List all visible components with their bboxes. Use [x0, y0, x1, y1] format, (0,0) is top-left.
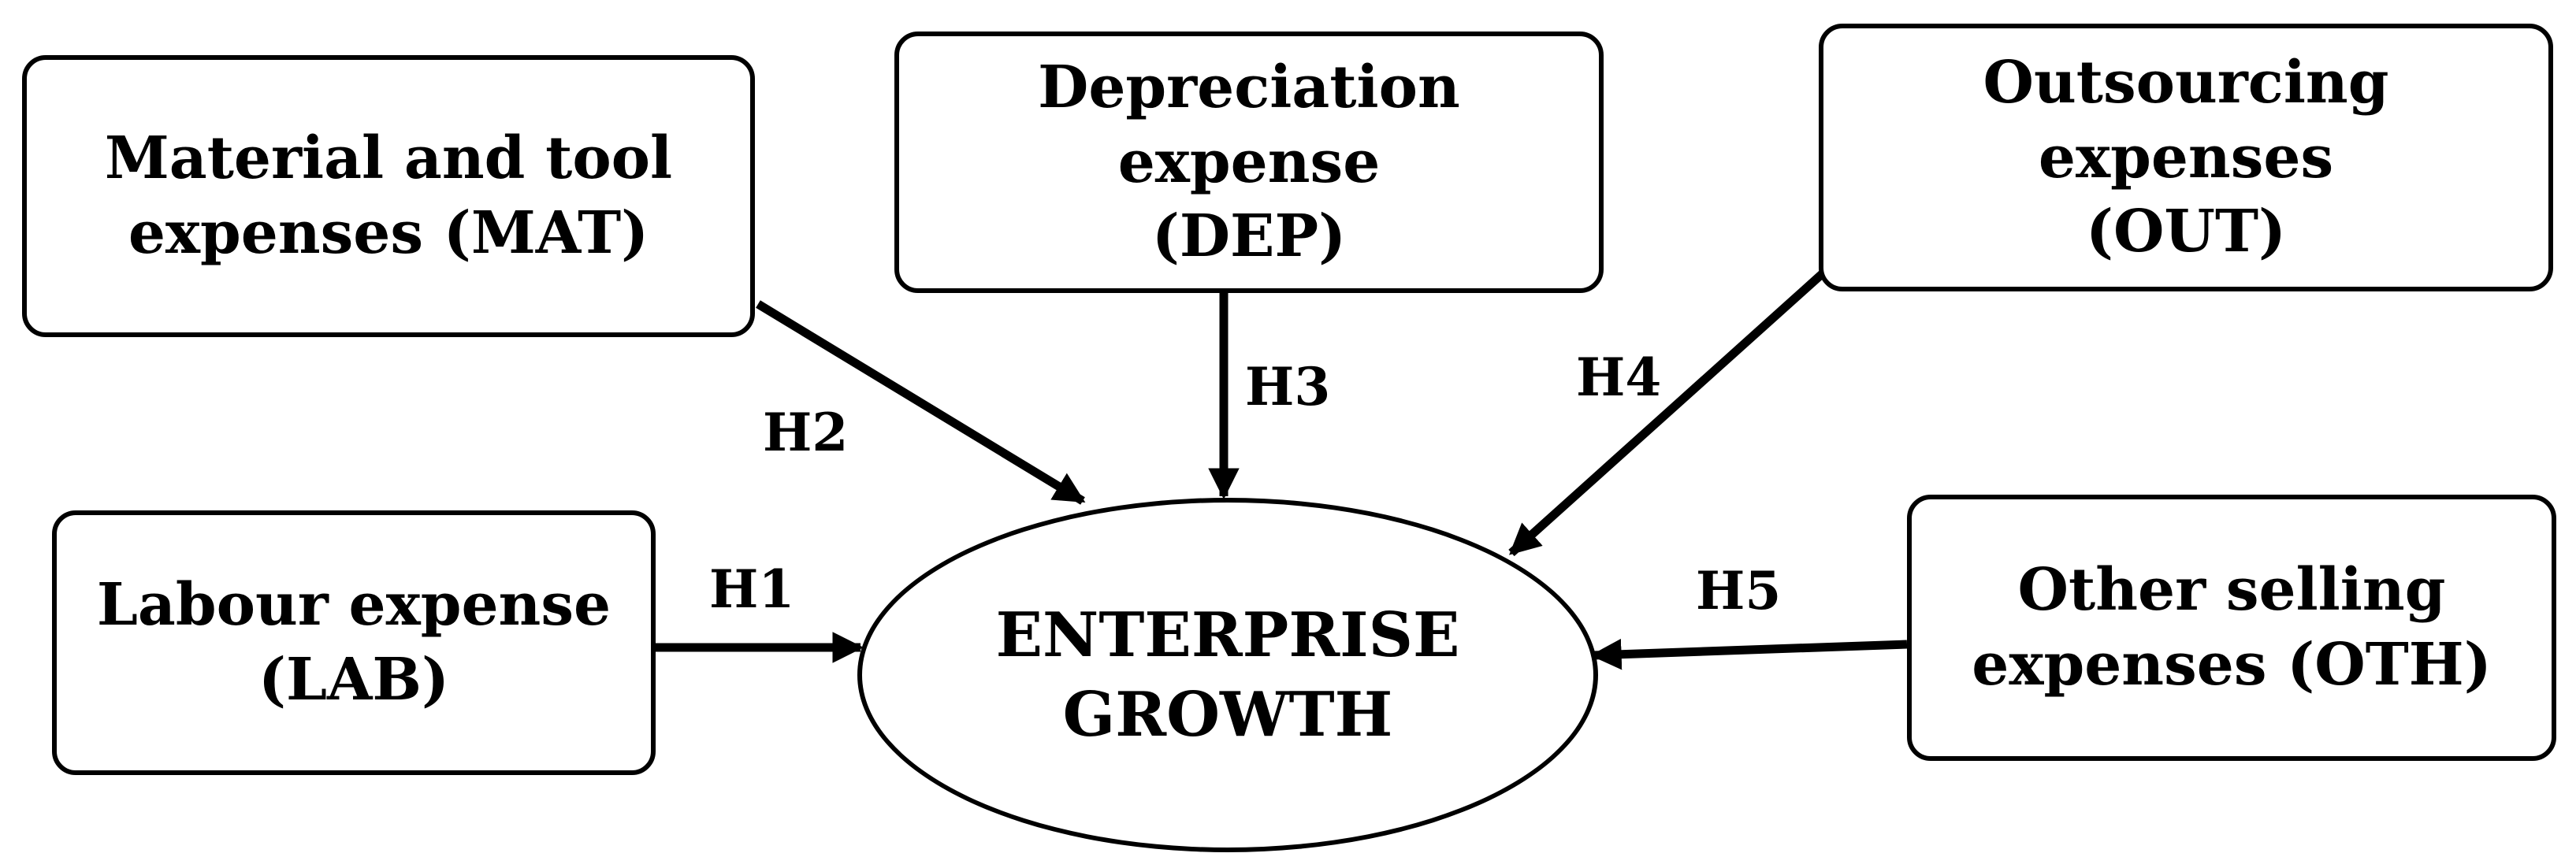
factor-mat-line2: expenses (MAT): [128, 199, 649, 267]
hypothesis-label-h1: H1: [709, 558, 795, 620]
factor-dep-line1: Depreciation expense: [1038, 53, 1460, 196]
factor-dep-line2: (DEP): [1151, 202, 1347, 271]
arrow-h4: [1508, 270, 1825, 557]
factor-out-line1: Outsourcing expenses: [1983, 48, 2389, 191]
factor-box-lab: Labour expense (LAB): [52, 510, 656, 775]
factor-mat-line1: Material and tool: [104, 124, 673, 193]
factor-oth-line1: Other selling: [2017, 556, 2446, 625]
arrow-h2: [756, 300, 1086, 505]
hypothesis-label-h4: H4: [1576, 347, 1662, 408]
factor-box-dep: Depreciation expense (DEP): [894, 32, 1604, 293]
factor-oth-line2: expenses (OTH): [1972, 631, 2492, 699]
factor-lab-line2: (LAB): [258, 646, 449, 714]
center-line2: GROWTH: [1062, 679, 1393, 751]
factor-box-mat: Material and tool expenses (MAT): [22, 55, 755, 337]
hypothesis-label-h2: H2: [763, 402, 849, 463]
enterprise-growth-ellipse: ENTERPRISE GROWTH: [857, 498, 1598, 852]
factor-out-line2: (OUT): [2085, 198, 2287, 266]
hypothesis-label-h5: H5: [1696, 560, 1782, 621]
arrow-h5: [1590, 638, 1908, 670]
factor-box-oth: Other selling expenses (OTH): [1907, 495, 2556, 761]
factor-box-out: Outsourcing expenses (OUT): [1819, 24, 2553, 291]
hypothesis-label-h3: H3: [1245, 356, 1331, 417]
center-line1: ENTERPRISE: [995, 599, 1460, 671]
factor-lab-line1: Labour expense: [96, 571, 611, 640]
